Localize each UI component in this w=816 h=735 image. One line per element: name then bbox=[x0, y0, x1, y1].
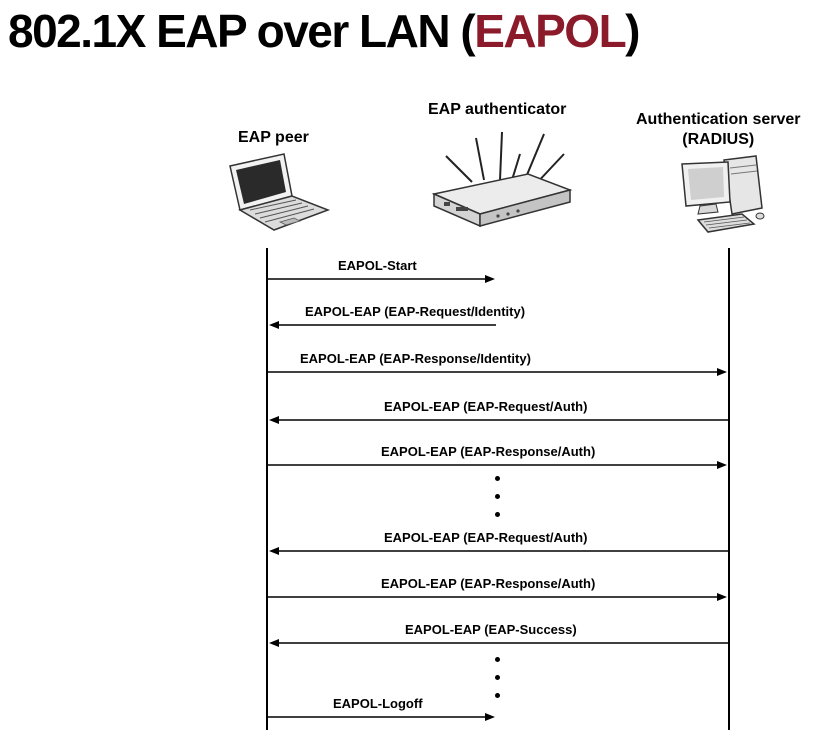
wireless-router-icon bbox=[431, 131, 573, 228]
message-arrowhead bbox=[485, 713, 495, 721]
authentication-server-label-line1: Authentication server bbox=[636, 111, 801, 128]
message-label: EAPOL-EAP (EAP-Request/Auth) bbox=[384, 530, 588, 545]
eap-authenticator-label: EAP authenticator bbox=[428, 101, 567, 118]
message-arrowhead bbox=[269, 639, 279, 647]
message-label: EAPOL-EAP (EAP-Response/Identity) bbox=[300, 351, 531, 366]
message-label: EAPOL-EAP (EAP-Request/Identity) bbox=[305, 304, 526, 319]
message-label: EAPOL-Start bbox=[338, 258, 417, 273]
message-arrowhead bbox=[269, 321, 279, 329]
message-label: EAPOL-EAP (EAP-Response/Auth) bbox=[381, 576, 596, 591]
message-arrowhead bbox=[717, 461, 727, 469]
title-prefix: 802.1X EAP over LAN ( bbox=[8, 5, 476, 57]
message-arrowhead bbox=[485, 275, 495, 283]
authentication-server-label: Authentication server (RADIUS) bbox=[636, 110, 800, 150]
continuation-dot bbox=[495, 512, 500, 517]
message-label: EAPOL-EAP (EAP-Request/Auth) bbox=[384, 399, 588, 414]
continuation-dot bbox=[495, 693, 500, 698]
title-accent: EAPOL bbox=[474, 5, 626, 57]
message-label: EAPOL-EAP (EAP-Success) bbox=[405, 622, 577, 637]
desktop-computer-icon bbox=[681, 155, 765, 233]
message-arrowhead bbox=[717, 593, 727, 601]
message-arrowhead bbox=[269, 416, 279, 424]
message-arrowhead bbox=[717, 368, 727, 376]
continuation-dot bbox=[495, 675, 500, 680]
message-label: EAPOL-EAP (EAP-Response/Auth) bbox=[381, 444, 596, 459]
continuation-dot bbox=[495, 657, 500, 662]
slide-title: 802.1X EAP over LAN (EAPOL) bbox=[8, 2, 640, 60]
continuation-dot bbox=[495, 476, 500, 481]
continuation-dot bbox=[495, 494, 500, 499]
authentication-server-label-line2: (RADIUS) bbox=[682, 131, 755, 148]
title-suffix: ) bbox=[625, 5, 640, 57]
message-arrowhead bbox=[269, 547, 279, 555]
message-label: EAPOL-Logoff bbox=[333, 696, 423, 711]
laptop-icon bbox=[229, 153, 331, 231]
eap-peer-label: EAP peer bbox=[238, 129, 309, 146]
